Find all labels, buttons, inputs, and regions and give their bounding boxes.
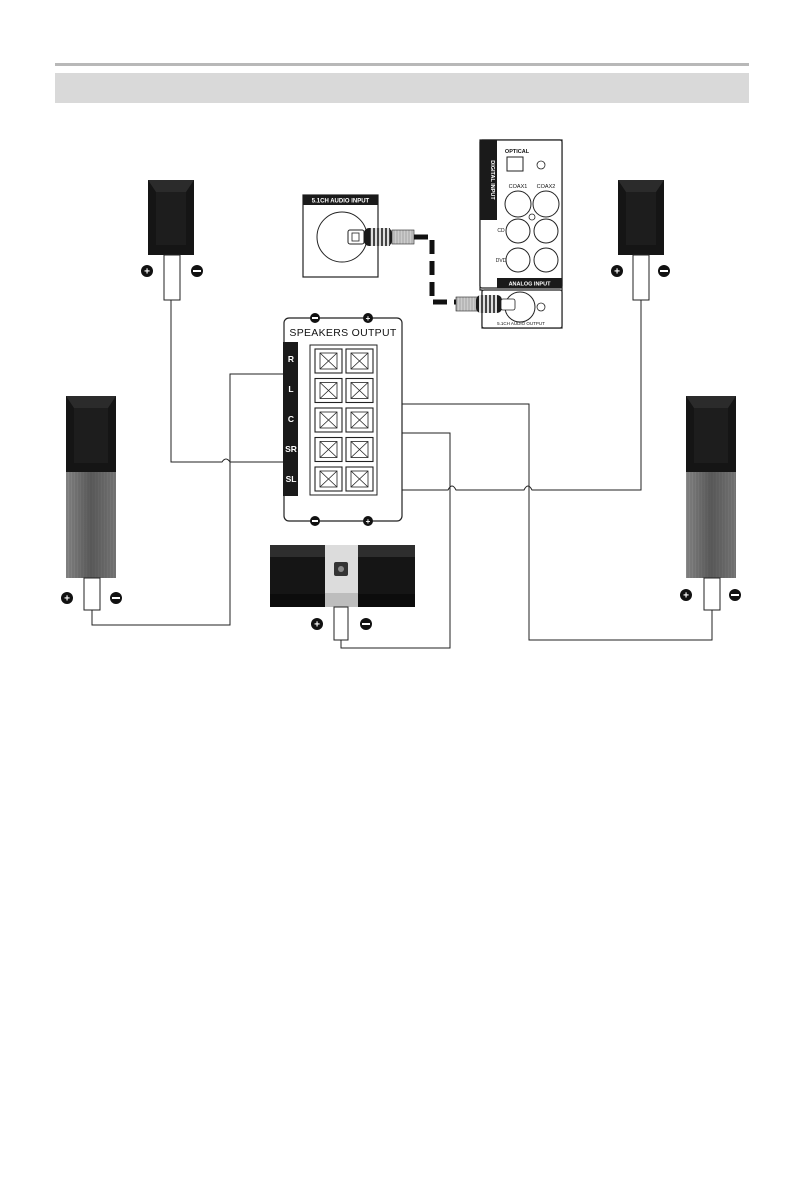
speaker-terminal (315, 408, 342, 432)
negative-terminal-icon (110, 592, 122, 604)
plus-icon: + (363, 313, 373, 323)
channel-label-sl: SL (286, 474, 297, 484)
wire-surround-right (376, 404, 712, 640)
speaker-terminal (315, 467, 342, 491)
plus-icon: + (363, 516, 373, 526)
cd-label: CD (497, 228, 505, 234)
negative-terminal-icon (658, 265, 670, 277)
svg-text:+: + (366, 314, 371, 323)
negative-terminal-icon (191, 265, 203, 277)
svg-text:+: + (683, 591, 689, 602)
player-rear-panel: DIGITAL INPUT OPTICAL COAX1 COAX2 CD DVD… (456, 140, 562, 328)
positive-terminal-icon: + (611, 265, 623, 278)
dvd-label: DVD (496, 258, 507, 264)
minus-icon (310, 516, 320, 526)
audio-output-label: 5.1CH AUDIO OUTPUT (497, 321, 545, 326)
speakers-output-title: SPEAKERS OUTPUT (289, 327, 396, 339)
surround-left-speaker: + (61, 396, 122, 610)
svg-text:+: + (144, 267, 150, 278)
speaker-terminal (346, 408, 373, 432)
svg-text:+: + (64, 594, 70, 605)
speaker-terminal (315, 438, 342, 462)
svg-text:+: + (366, 517, 371, 526)
positive-terminal-icon: + (680, 589, 692, 602)
positive-terminal-icon: + (61, 592, 73, 605)
speaker-terminal (346, 467, 373, 491)
front-left-speaker: + (141, 180, 203, 300)
channel-label-l: L (288, 384, 293, 394)
svg-text:+: + (614, 267, 620, 278)
channel-label-c: C (288, 414, 294, 424)
speaker-terminal (315, 349, 342, 373)
negative-terminal-icon (360, 618, 372, 630)
center-speaker: + (270, 545, 415, 640)
audio-input-title: 5.1CH AUDIO INPUT (312, 199, 370, 205)
analog-input-label: ANALOG INPUT (509, 282, 552, 288)
front-right-speaker: + (611, 180, 670, 300)
speaker-terminal (346, 438, 373, 462)
minus-icon (310, 313, 320, 323)
audio-input-panel: 5.1CH AUDIO INPUT (303, 195, 414, 277)
speaker-terminal (315, 379, 342, 403)
svg-text:+: + (314, 620, 320, 631)
dashed-audio-cable (414, 237, 456, 302)
speakers-output-panel: + + SPEAKERS OUTPUT R L C SR SL (283, 313, 402, 526)
digital-input-label: DIGITAL INPUT (489, 160, 495, 200)
channel-label-sr: SR (285, 444, 297, 454)
speaker-terminal (346, 379, 373, 403)
coax1-label: COAX1 (509, 184, 528, 190)
positive-terminal-icon: + (311, 618, 323, 631)
coax2-label: COAX2 (537, 184, 556, 190)
positive-terminal-icon: + (141, 265, 153, 278)
optical-label: OPTICAL (505, 149, 530, 155)
surround-right-speaker: + (680, 396, 741, 610)
negative-terminal-icon (729, 589, 741, 601)
speaker-terminal (346, 349, 373, 373)
channel-label-r: R (288, 354, 294, 364)
